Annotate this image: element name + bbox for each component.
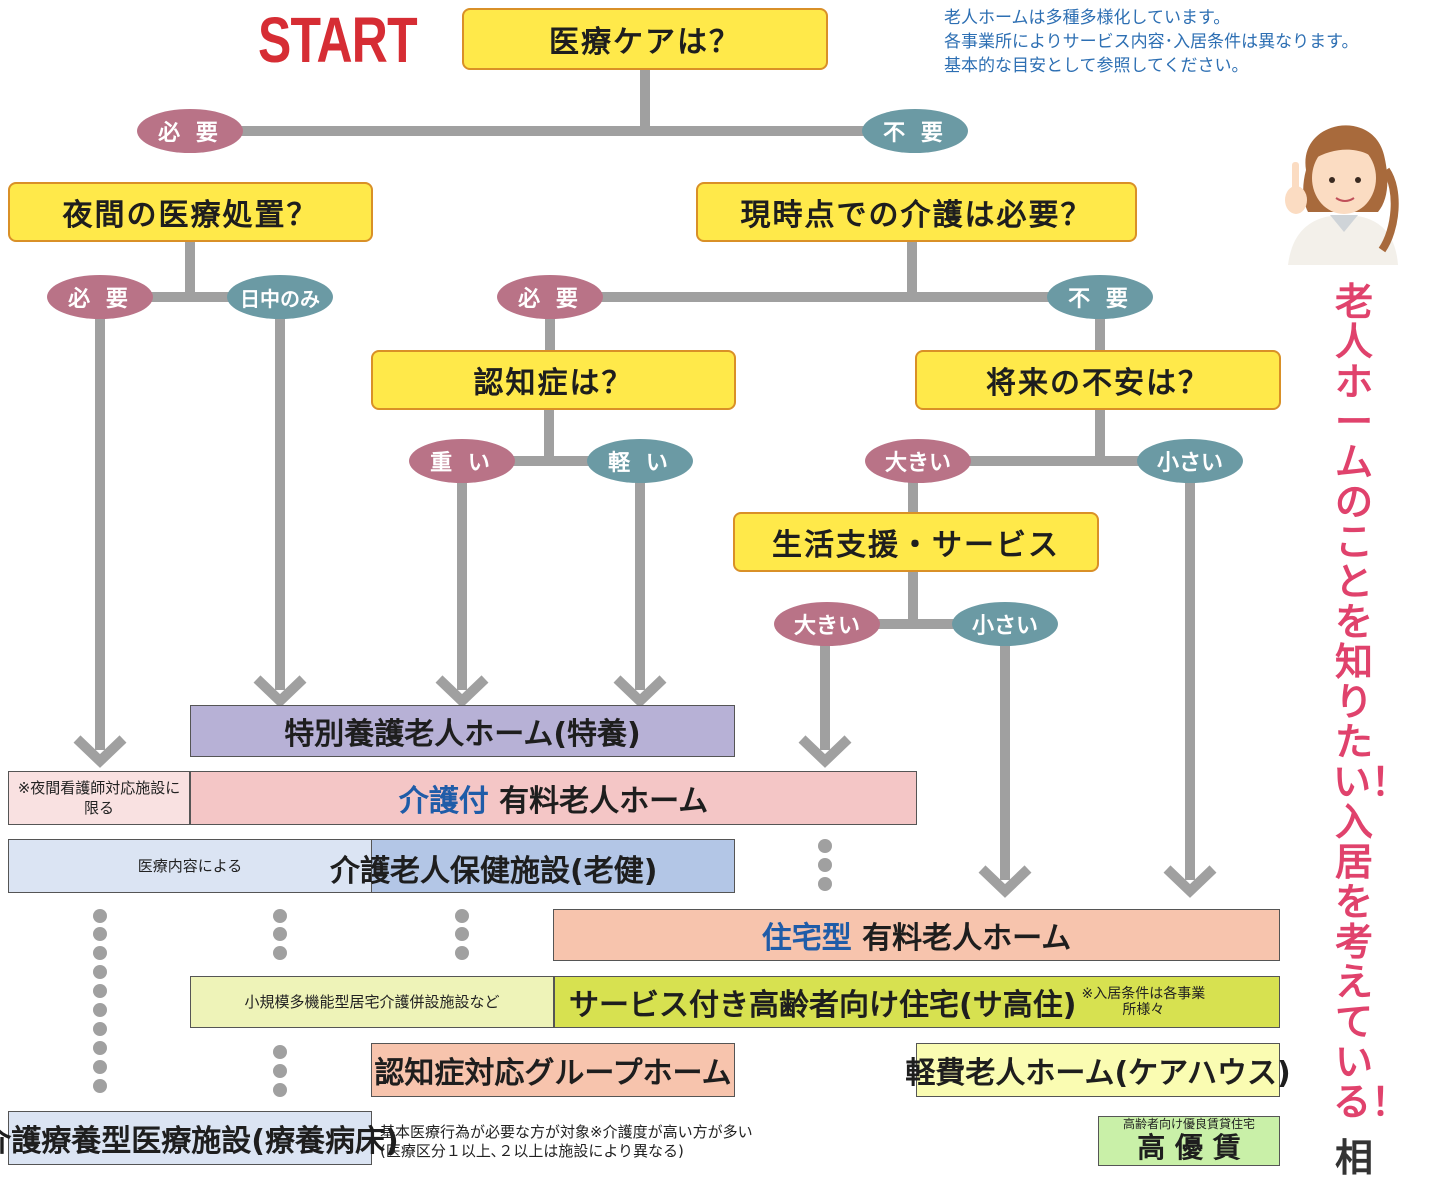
sakouju-note: 小規模多機能型居宅介護併設施設など (190, 976, 554, 1028)
facility-tokuyou: 特別養護老人ホーム(特養) (190, 705, 735, 757)
facility-sakouju-label: サービス付き高齢者向け住宅(サ高住) (569, 988, 1077, 1023)
side-banner-text: 老人ホームのことを知りたい！入居を考えている！ (1333, 280, 1410, 1124)
facility-kaigotsuki-prefix: 介護付 (398, 784, 489, 819)
facility-jutaku-prefix: 住宅型 (761, 921, 852, 956)
label-chiisai: 小さい (952, 602, 1058, 646)
question-life-support: 生活支援・サービス (733, 512, 1099, 572)
question-medical-care: 医療ケアは？ (462, 8, 828, 70)
disclaimer-note: 老人ホームは多種多様化しています。 各事業所によりサービス内容･入居条件は異なり… (944, 6, 1358, 78)
kaigotsuki-note: ※夜間看護師対応施設に限る (8, 771, 190, 825)
question-night-medical: 夜間の医療処置？ (8, 182, 373, 242)
label-ookii: 大きい (865, 439, 971, 483)
roken-note: 医療内容による (8, 839, 372, 893)
facility-koyuchin: 高齢者向け優良賃貸住宅 高 優 賃 (1098, 1116, 1280, 1166)
facility-care-house: 軽費老人ホーム(ケアハウス) (905, 1043, 1291, 1097)
side-tail-text: 相 (1334, 1136, 1373, 1180)
nurse-illustration (1285, 125, 1399, 265)
question-future-anxiety: 将来の不安は？ (915, 350, 1281, 410)
question-dementia: 認知症は？ (371, 350, 736, 410)
facility-sakouju-sub: ※入居条件は各事業所様々 (1081, 986, 1206, 1018)
facility-kaigotsuki-main: 有料老人ホーム (499, 784, 709, 819)
label-hitsuyou: 必 要 (47, 275, 153, 319)
label-chiisai: 小さい (1137, 439, 1243, 483)
label-karui: 軽 い (587, 439, 693, 483)
note-line: 老人ホームは多種多様化しています。 (944, 8, 1231, 28)
start-label: START (258, 4, 418, 76)
label-fuyou: 不 要 (1047, 275, 1153, 319)
facility-jutaku: 住宅型 有料老人ホーム (553, 909, 1280, 961)
ryoyo-note: 基本医療行為が必要な方が対象※介護度が高い方が多い (医療区分１以上､２以上は施… (380, 1123, 753, 1161)
label-ookii: 大きい (774, 602, 880, 646)
facility-koyuchin-label: 高 優 賃 (1137, 1131, 1241, 1164)
facility-sakouju: サービス付き高齢者向け住宅(サ高住) ※入居条件は各事業所様々 (554, 976, 1280, 1028)
ryoyo-note-line: (医療区分１以上､２以上は施設により異なる) (380, 1142, 684, 1160)
label-hitsuyou: 必 要 (137, 109, 243, 153)
facility-jutaku-main: 有料老人ホーム (862, 921, 1072, 956)
facility-koyuchin-small: 高齢者向け優良賃貸住宅 (1122, 1117, 1255, 1131)
ryoyo-note-line: 基本医療行為が必要な方が対象※介護度が高い方が多い (380, 1123, 753, 1141)
facility-ryoyo: 介護療養型医療施設(療養病床) (0, 1111, 399, 1165)
label-hitsuyou: 必 要 (497, 275, 603, 319)
facility-group-home: 認知症対応グループホーム (371, 1043, 735, 1097)
note-line: 各事業所によりサービス内容･入居条件は異なります。 (944, 32, 1359, 52)
label-nicchu-nomi: 日中のみ (227, 275, 333, 319)
facility-kaigotsuki: 介護付 有料老人ホーム (190, 771, 917, 825)
label-fuyou: 不 要 (862, 109, 968, 153)
facility-roken-bg (372, 839, 735, 893)
note-line: 基本的な目安として参照してください。 (944, 56, 1249, 76)
question-care-now: 現時点での介護は必要？ (696, 182, 1137, 242)
label-omoi: 重 い (409, 439, 515, 483)
facility-roken: 介護老人保健施設(老健) (330, 854, 658, 889)
